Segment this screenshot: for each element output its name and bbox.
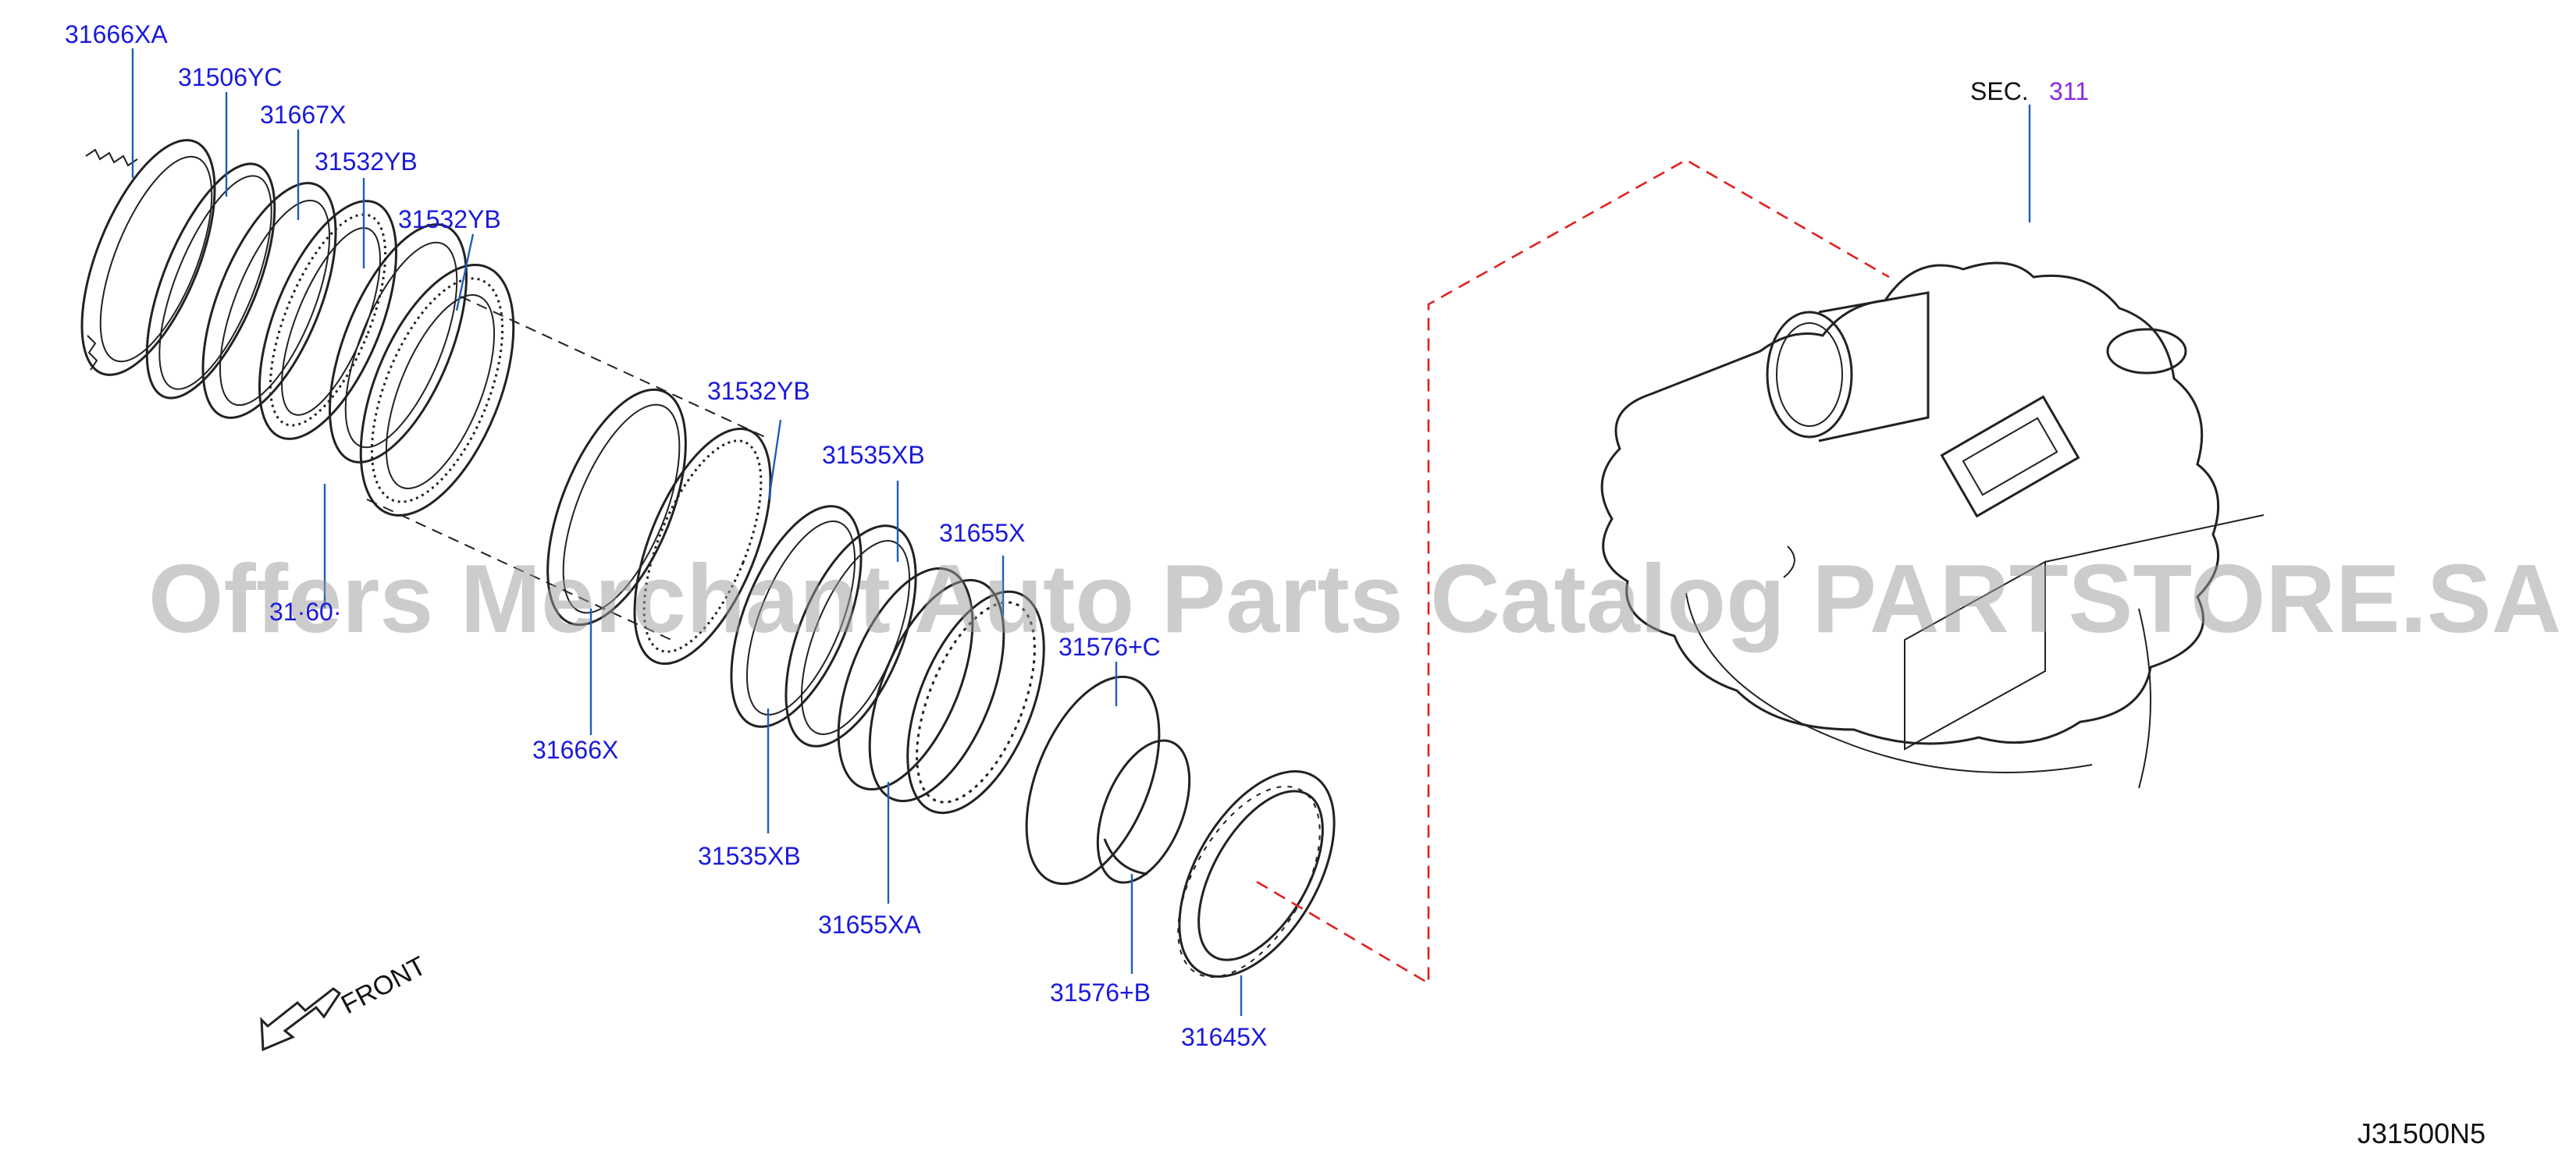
part-31532YB-friction-4[interactable] bbox=[607, 410, 799, 682]
assembly-line-upper bbox=[460, 296, 766, 438]
label-31535XB-top[interactable]: 31535XB bbox=[822, 441, 925, 469]
label-31576C[interactable]: 31576+C bbox=[1059, 633, 1161, 661]
label-31532YB-2[interactable]: 31532YB bbox=[398, 205, 501, 233]
label-31655X[interactable]: 31655X bbox=[939, 519, 1025, 547]
assembly-line-lower bbox=[366, 499, 672, 641]
part-labels: 31666XA 31506YC 31667X 31532YB 31532YB 3… bbox=[65, 20, 2089, 1051]
label-31532YB-1[interactable]: 31532YB bbox=[315, 147, 418, 176]
label-31576B[interactable]: 31576+B bbox=[1050, 979, 1151, 1007]
part-31532YB-friction-2[interactable] bbox=[301, 206, 494, 480]
part-31655XA-drum[interactable] bbox=[811, 550, 1031, 820]
clutch-pack-upper bbox=[55, 123, 766, 641]
part-31576C-seal[interactable] bbox=[1000, 658, 1186, 903]
part-31645X-piston[interactable] bbox=[1147, 745, 1366, 1002]
transmission-case-illustration[interactable] bbox=[1600, 261, 2265, 789]
part-31667X-plate[interactable] bbox=[176, 165, 363, 435]
part-31506YC-ring[interactable] bbox=[120, 147, 301, 414]
watermark-text: Offers Merchant Auto Parts Catalog PARTS… bbox=[148, 545, 2561, 653]
label-31655XA[interactable]: 31655XA bbox=[818, 911, 921, 939]
part-31655X-hub[interactable] bbox=[880, 573, 1072, 832]
label-31506YC[interactable]: 31506YC bbox=[178, 63, 282, 91]
label-31666X[interactable]: 31666X bbox=[532, 736, 618, 764]
part-31532YB-friction-3[interactable] bbox=[329, 243, 545, 536]
part-31666XA-plate[interactable] bbox=[55, 123, 242, 392]
label-sec-number[interactable]: 311 bbox=[2049, 77, 2089, 105]
part-31666X-plate[interactable] bbox=[519, 371, 714, 643]
leader-lines bbox=[131, 48, 2031, 1016]
label-31535XB-bottom[interactable]: 31535XB bbox=[698, 842, 801, 870]
label-sec-prefix: SEC. bbox=[1970, 77, 2029, 105]
part-31576B-seal[interactable] bbox=[1080, 727, 1208, 895]
front-label: FRONT bbox=[336, 951, 431, 1021]
label-31667X[interactable]: 31667X bbox=[260, 101, 346, 129]
label-31666XA[interactable]: 31666XA bbox=[65, 20, 168, 48]
label-31645X[interactable]: 31645X bbox=[1181, 1023, 1267, 1051]
clutch-pack-lower bbox=[811, 550, 1366, 1002]
label-31532YB-3[interactable]: 31532YB bbox=[707, 377, 810, 405]
front-arrow-icon bbox=[260, 987, 342, 1052]
front-indicator: FRONT bbox=[260, 951, 431, 1052]
part-31535XB-plate-1[interactable] bbox=[705, 488, 888, 744]
part-31532YB-friction-1[interactable] bbox=[231, 183, 424, 456]
diagram-code: J31500N5 bbox=[2357, 1117, 2485, 1149]
label-hidden-partial: 31·60· bbox=[269, 598, 342, 626]
reference-line bbox=[1256, 158, 1890, 986]
